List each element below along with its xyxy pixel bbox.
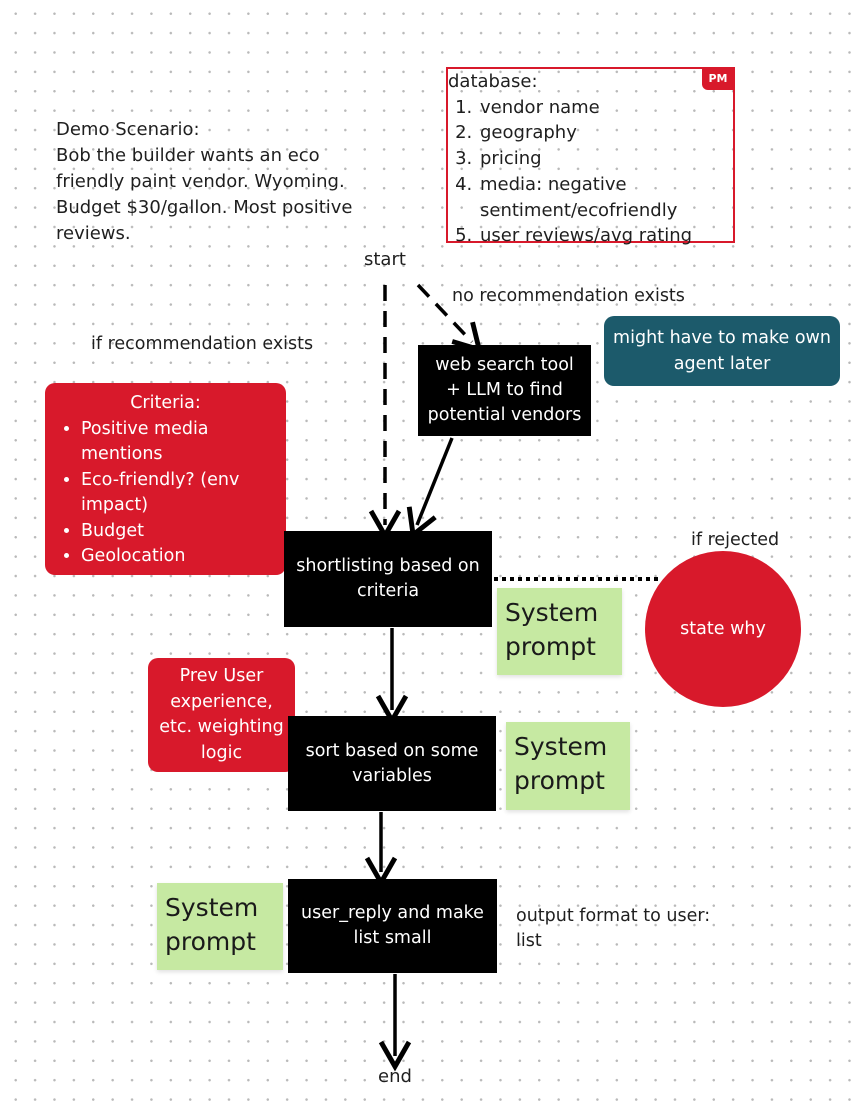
if-recommendation-label: if recommendation exists (91, 334, 314, 354)
criteria-list: Positive media mentions Eco-friendly? (e… (45, 417, 276, 570)
database-box[interactable]: database: vendor name geography pricing … (446, 67, 735, 246)
database-item: user reviews/avg rating (478, 223, 729, 249)
database-item: pricing (478, 146, 729, 172)
database-list: vendor name geography pricing media: neg… (448, 95, 729, 249)
prev-user-card[interactable]: Prev User experience, etc. weighting log… (148, 658, 295, 772)
database-title: database: (448, 71, 538, 92)
arrow-websearch-to-shortlist (406, 437, 454, 540)
user-reply-node[interactable]: user_reply and make list small (288, 879, 497, 973)
criteria-item: Eco-friendly? (env impact) (81, 468, 276, 519)
criteria-item: Positive media mentions (81, 417, 276, 468)
sort-node[interactable]: sort based on some variables (288, 716, 496, 811)
criteria-item: Geolocation (81, 544, 276, 570)
arrow-start-to-websearch (416, 283, 483, 354)
state-why-node[interactable]: state why (645, 551, 801, 707)
system-prompt-note[interactable]: System prompt (497, 588, 622, 675)
system-prompt-note[interactable]: System prompt (157, 883, 283, 970)
system-prompt-note[interactable]: System prompt (506, 722, 630, 810)
end-label: end (378, 1066, 412, 1087)
demo-body: Bob the builder wants an eco friendly pa… (56, 145, 353, 244)
start-label: start (364, 249, 406, 270)
shortlisting-node[interactable]: shortlisting based on criteria (284, 531, 492, 627)
no-recommendation-label: no recommendation exists (452, 286, 685, 306)
demo-title: Demo Scenario: (56, 119, 200, 140)
pm-badge[interactable]: PM (702, 68, 734, 90)
if-rejected-label: if rejected (691, 530, 780, 550)
criteria-title: Criteria: (130, 393, 201, 413)
database-item: vendor name (478, 95, 729, 121)
output-format-label: output format to user: list (516, 906, 711, 951)
criteria-card[interactable]: Criteria: Positive media mentions Eco-fr… (45, 383, 286, 575)
database-item: media: negative sentiment/ecofriendly (478, 172, 729, 223)
web-search-node[interactable]: web search tool + LLM to find potential … (418, 345, 591, 436)
criteria-item: Budget (81, 519, 276, 545)
database-item: geography (478, 120, 729, 146)
demo-scenario: Demo Scenario: Bob the builder wants an … (56, 117, 366, 247)
own-agent-note[interactable]: might have to make own agent later (604, 316, 840, 386)
